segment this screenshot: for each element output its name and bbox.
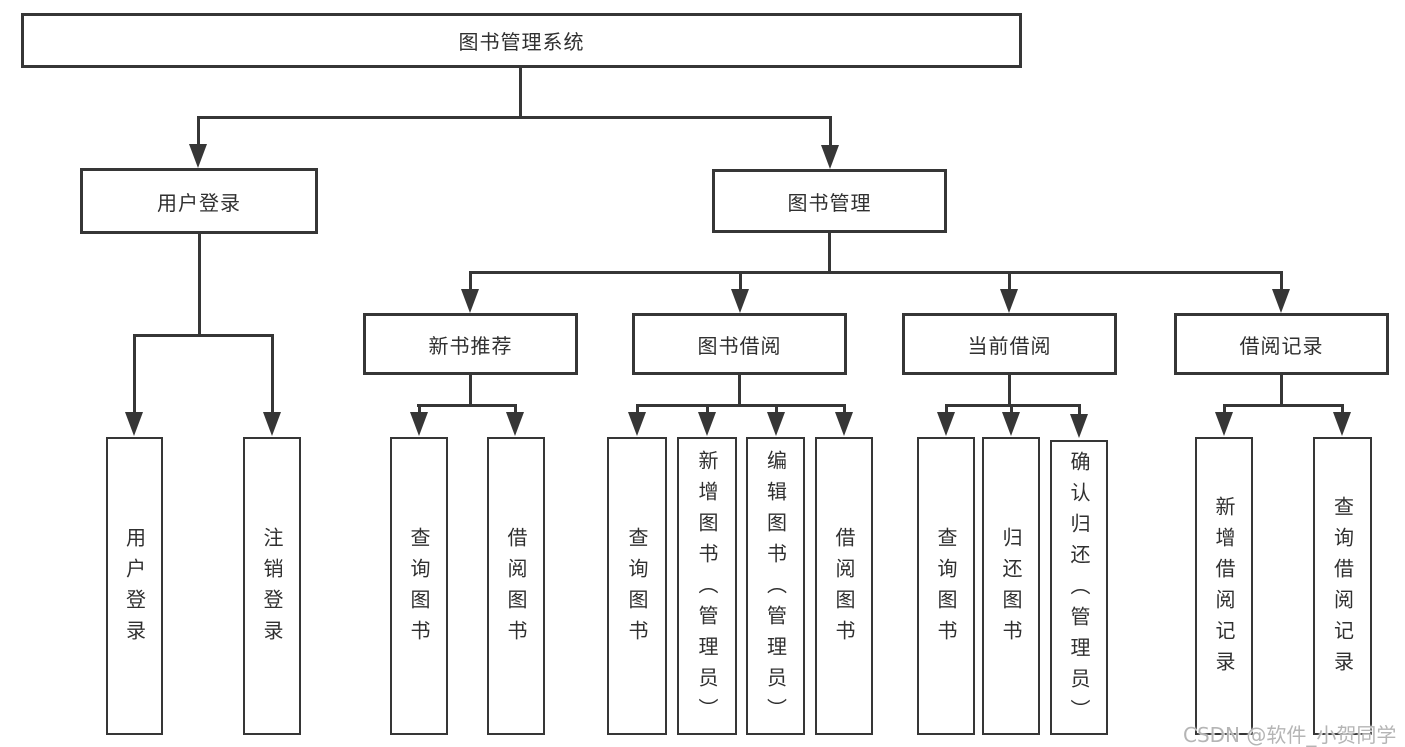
arrow-head [767,412,785,436]
arrow-head [1272,289,1290,313]
node-label: 查询借阅记录 [1330,496,1355,682]
connector-line [1223,404,1226,414]
node-label: 图书管理 [787,190,872,215]
connector-line [1280,271,1283,289]
node-label: 编辑图书（管理员） [763,449,788,729]
leaf-return-books: 归还图书 [982,437,1040,735]
node-label: 图书借阅 [697,333,782,358]
node-book-borrowing: 图书借阅 [632,313,847,375]
connector-line [197,116,832,119]
arrow-head [189,144,207,168]
arrow-head [1070,414,1088,438]
arrow-head [1333,412,1351,436]
arrow-head [1215,412,1233,436]
connector-line [1008,375,1011,406]
leaf-borrow-books-2: 借阅图书 [815,437,873,735]
arrow-head [628,412,646,436]
csdn-watermark: CSDN @软件_小贺同学 [1183,723,1397,747]
connector-line [198,234,201,336]
leaf-edit-books-admin: 编辑图书（管理员） [746,437,805,735]
connector-line [945,404,1081,407]
leaf-confirm-return-admin: 确认归还（管理员） [1050,440,1108,735]
arrow-head [821,145,839,169]
node-label: 当前借阅 [967,333,1052,358]
connector-line [514,404,517,414]
node-label: 新书推荐 [428,333,513,358]
arrow-head [461,289,479,313]
node-label: 图书管理系统 [458,30,585,54]
connector-line [519,68,522,118]
connector-line [417,404,517,407]
arrow-head [698,412,716,436]
connector-line [469,271,1283,274]
node-label: 用户登录 [157,190,241,215]
connector-line [829,116,832,148]
connector-line [1010,404,1013,414]
connector-line [469,375,472,406]
leaf-borrow-books-1: 借阅图书 [487,437,545,735]
node-label: 确认归还（管理员） [1067,451,1091,730]
node-borrowing-records: 借阅记录 [1174,313,1389,375]
node-label: 借阅图书 [832,527,856,651]
node-label: 借阅图书 [504,527,528,651]
node-label: 查询图书 [407,527,431,651]
connector-line [738,375,741,406]
arrow-head [1002,412,1020,436]
connector-line [133,334,274,337]
node-label: 归还图书 [999,527,1023,651]
leaf-user-login: 用户登录 [106,437,163,735]
node-book-management: 图书管理 [712,169,947,233]
connector-line [1078,404,1081,414]
leaf-query-books-1: 查询图书 [390,437,448,735]
arrow-head [410,412,428,436]
node-user-login: 用户登录 [80,168,318,234]
leaf-logout: 注销登录 [243,437,301,735]
node-root: 图书管理系统 [21,13,1022,68]
connector-line [828,233,831,274]
connector-line [843,404,846,414]
arrow-head [937,412,955,436]
arrow-head [731,289,749,313]
node-label: 查询图书 [625,527,649,651]
node-label: 注销登录 [260,527,284,651]
arrow-head [835,412,853,436]
connector-line [1280,375,1283,406]
connector-line [1223,404,1344,407]
connector-line [1341,404,1344,414]
node-label: 新增图书（管理员） [695,449,719,729]
node-label: 用户登录 [122,527,147,651]
arrow-head [263,412,281,436]
connector-line [1008,271,1011,289]
connector-line [739,271,742,289]
leaf-add-books-admin: 新增图书（管理员） [677,437,737,735]
connector-line [133,334,136,412]
node-label: 新增借阅记录 [1212,496,1236,682]
connector-line [945,404,948,414]
arrow-head [125,412,143,436]
node-label: 借阅记录 [1239,333,1324,358]
connector-line [418,404,421,414]
connector-line [197,116,200,148]
node-label: 查询图书 [934,527,958,651]
arrow-head [1000,289,1018,313]
connector-line [636,404,846,407]
connector-line [469,271,472,289]
connector-line [775,404,778,414]
leaf-query-books-3: 查询图书 [917,437,975,735]
leaf-query-borrow-record: 查询借阅记录 [1313,437,1372,735]
connector-line [706,404,709,414]
arrow-head [506,412,524,436]
leaf-query-books-2: 查询图书 [607,437,667,735]
leaf-add-borrow-record: 新增借阅记录 [1195,437,1253,735]
node-current-borrowing: 当前借阅 [902,313,1117,375]
connector-line [271,334,274,412]
node-new-book-recommend: 新书推荐 [363,313,578,375]
connector-line [636,404,639,414]
